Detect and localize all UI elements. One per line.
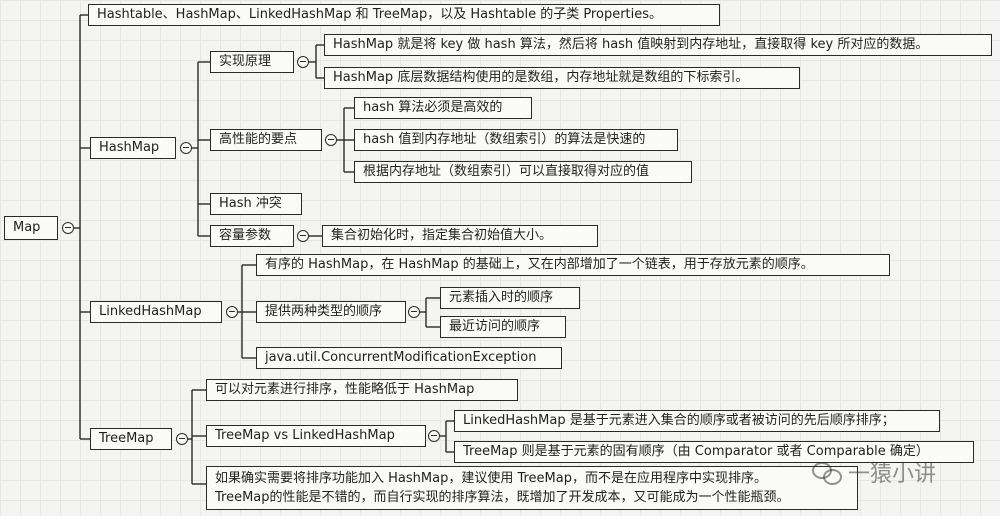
hashmap-collapse-icon[interactable] <box>180 142 192 154</box>
capacity-param-node[interactable]: 容量参数 <box>210 225 294 247</box>
root-node-map[interactable]: Map <box>4 216 58 240</box>
treemap-sortable-item[interactable]: 可以对元素进行排序，性能略低于 HashMap <box>206 379 518 401</box>
principle-item-1[interactable]: HashMap 就是将 key 做 hash 算法，然后将 hash 值映射到内… <box>324 34 992 56</box>
treemap-collapse-icon[interactable] <box>176 433 188 445</box>
watermark-text: 一猿小讲 <box>848 462 937 487</box>
insertion-order-item[interactable]: 元素插入时的顺序 <box>440 287 580 309</box>
hash-conflict-node[interactable]: Hash 冲突 <box>210 193 302 215</box>
exception-item[interactable]: java.util.ConcurrentModificationExceptio… <box>256 347 562 369</box>
performance-item-2[interactable]: hash 值到内存地址（数组索引）的算法是快速的 <box>354 129 678 151</box>
advice-line-2: TreeMap的性能是不错的，而自行实现的排序算法，既增加了开发成本，又可能成为… <box>215 490 790 505</box>
treemap-advice-item[interactable]: 如果确实需要将排序功能加入 HashMap，建议使用 TreeMap，而不是在应… <box>206 466 858 510</box>
two-orders-collapse-icon[interactable] <box>408 306 420 318</box>
implementation-principle-node[interactable]: 实现原理 <box>210 51 294 73</box>
capacity-collapse-icon[interactable] <box>297 230 309 242</box>
performance-item-1[interactable]: hash 算法必须是高效的 <box>354 97 532 119</box>
principle-item-2[interactable]: HashMap 底层数据结构使用的是数组，内存地址就是数组的下标索引。 <box>324 67 800 89</box>
vs-item-linkedhashmap[interactable]: LinkedHashMap 是基于元素进入集合的顺序或者被访问的先后顺序排序； <box>454 410 940 432</box>
performance-item-3[interactable]: 根据内存地址（数组索引）可以直接取得对应的值 <box>354 161 692 183</box>
performance-keys-node[interactable]: 高性能的要点 <box>210 129 322 151</box>
linkedhashmap-collapse-icon[interactable] <box>226 306 238 318</box>
treemap-vs-linkedhashmap-node[interactable]: TreeMap vs LinkedHashMap <box>206 425 426 447</box>
performance-collapse-icon[interactable] <box>325 134 337 146</box>
root-collapse-icon[interactable] <box>62 222 74 234</box>
linkedhashmap-node[interactable]: LinkedHashMap <box>90 301 222 323</box>
map-implementations-note[interactable]: Hashtable、HashMap、LinkedHashMap 和 TreeMa… <box>88 4 720 26</box>
capacity-item[interactable]: 集合初始化时，指定集合初始值大小。 <box>322 225 598 247</box>
treemap-node[interactable]: TreeMap <box>90 428 172 450</box>
hashmap-node[interactable]: HashMap <box>90 137 176 159</box>
wechat-icon <box>812 460 842 485</box>
advice-line-1: 如果确实需要将排序功能加入 HashMap，建议使用 TreeMap，而不是在应… <box>215 471 767 486</box>
watermark: 一猿小讲 <box>812 456 936 488</box>
vs-item-treemap[interactable]: TreeMap 则是基于元素的固有顺序（由 Comparator 或者 Comp… <box>454 441 974 463</box>
access-order-item[interactable]: 最近访问的顺序 <box>440 316 566 338</box>
two-orders-node[interactable]: 提供两种类型的顺序 <box>256 301 406 323</box>
linkedhashmap-ordered-item[interactable]: 有序的 HashMap，在 HashMap 的基础上，又在内部增加了一个链表，用… <box>256 254 890 276</box>
treemap-vs-collapse-icon[interactable] <box>428 430 440 442</box>
principle-collapse-icon[interactable] <box>297 56 309 68</box>
